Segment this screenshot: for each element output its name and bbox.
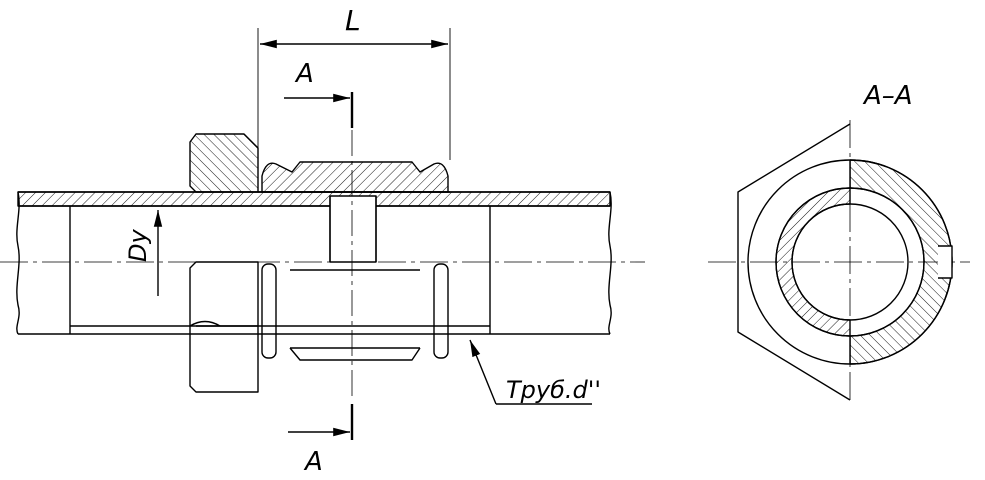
right-break-line bbox=[608, 191, 612, 335]
section-mark-top bbox=[284, 92, 354, 128]
section-mark-bottom bbox=[288, 404, 354, 440]
pipe-spec-leader bbox=[469, 339, 592, 405]
main-view bbox=[0, 28, 645, 440]
union-nut-view bbox=[189, 261, 259, 393]
label-section-top: A bbox=[294, 59, 314, 89]
union-nut-section bbox=[189, 133, 259, 193]
label-pipe-spec: Труб.d'' bbox=[506, 376, 601, 404]
l-dimension bbox=[257, 28, 451, 160]
fitting-body-section bbox=[261, 161, 449, 193]
label-section-bottom: A bbox=[303, 447, 323, 477]
label-nominal-bore: Dy bbox=[124, 229, 152, 262]
label-length: L bbox=[345, 4, 361, 37]
fitting-body-view bbox=[261, 263, 449, 361]
label-section-view: A–A bbox=[862, 81, 913, 111]
left-break-line bbox=[16, 191, 20, 335]
hex-nut-outline bbox=[737, 123, 851, 401]
pipe-wall-section bbox=[17, 191, 611, 207]
section-view bbox=[708, 120, 970, 405]
